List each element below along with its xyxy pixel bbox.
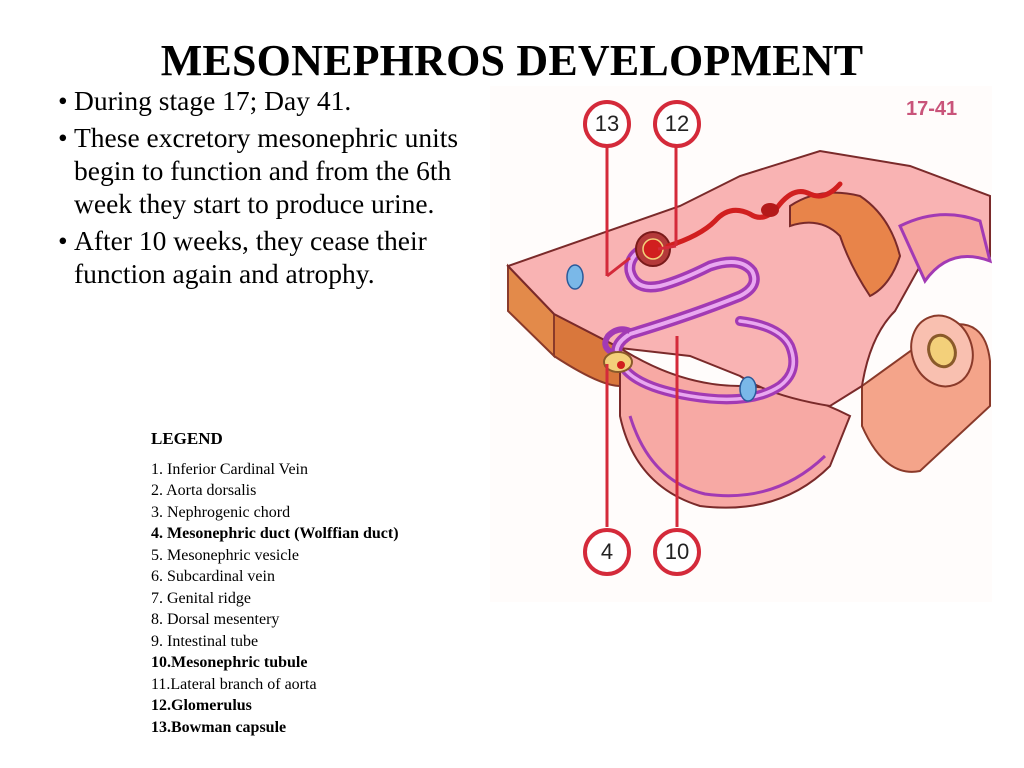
legend-item: 4. Mesonephric duct (Wolffian duct) [151, 525, 399, 542]
duct-opening [603, 351, 633, 373]
legend-item: 11.Lateral branch of aorta [151, 675, 317, 693]
legend-item: 1. Inferior Cardinal Vein [151, 460, 308, 478]
duct-point [617, 361, 625, 369]
legend-item: 3. Nephrogenic chord [151, 503, 291, 521]
bullet-dot: • [58, 85, 68, 116]
legend-item: 2. Aorta dorsalis [151, 482, 257, 499]
bullet-item: • After 10 weeks, they cease their funct… [58, 224, 468, 290]
bullet-text: During stage 17; Day 41. [74, 85, 352, 116]
callout-13: 13 [583, 100, 631, 148]
aorta-branch [665, 181, 843, 249]
legend: LEGEND 1. Inferior Cardinal Vein 2. Aort… [151, 428, 471, 738]
mesonephric-duct [602, 326, 632, 357]
legend-item: 13.Bowman capsule [151, 718, 287, 736]
tubule-path-inner [614, 246, 757, 363]
legend-item: 12.Glomerulus [151, 697, 252, 714]
slide-title: MESONEPHROS DEVELOPMENT [160, 36, 864, 85]
tubule-lower-inner [618, 319, 796, 402]
leader-12b [657, 244, 677, 251]
bullet-item: • During stage 17; Day 41. [58, 84, 468, 117]
bullet-item: • These excretory mesonephric units begi… [58, 121, 468, 220]
callout-10: 10 [653, 528, 701, 576]
legend-item: 10.Mesonephric tubule [151, 654, 308, 671]
bullet-dot: • [58, 225, 68, 256]
legend-title: LEGEND [151, 429, 223, 448]
bullet-text: These excretory mesonephric units begin … [74, 122, 459, 219]
leader-13b [606, 256, 631, 278]
lower-lobe-band [628, 415, 827, 498]
callout-4: 4 [583, 528, 631, 576]
legend-item: 8. Dorsal mesentery [151, 611, 280, 628]
aorta-node [761, 203, 779, 217]
legend-item: 9. Intestinal tube [151, 632, 259, 650]
mesonephros-illustration [490, 86, 992, 602]
right-ridge [898, 213, 992, 284]
legend-item: 7. Genital ridge [151, 589, 251, 607]
bullet-list: • During stage 17; Day 41. • These excre… [58, 84, 468, 294]
vein-right [739, 376, 757, 402]
legend-item: 6. Subcardinal vein [151, 568, 275, 585]
figure-code-label: 17-41 [906, 98, 958, 120]
callout-12: 12 [653, 100, 701, 148]
mesonephros-drawing [506, 146, 992, 527]
legend-item: 5. Mesonephric vesicle [151, 546, 299, 564]
tube-lumen [927, 333, 957, 369]
bullet-dot: • [58, 122, 68, 153]
bullet-text: After 10 weeks, they cease their functio… [74, 225, 427, 289]
upper-fold [789, 191, 902, 298]
vein-left [566, 264, 584, 290]
